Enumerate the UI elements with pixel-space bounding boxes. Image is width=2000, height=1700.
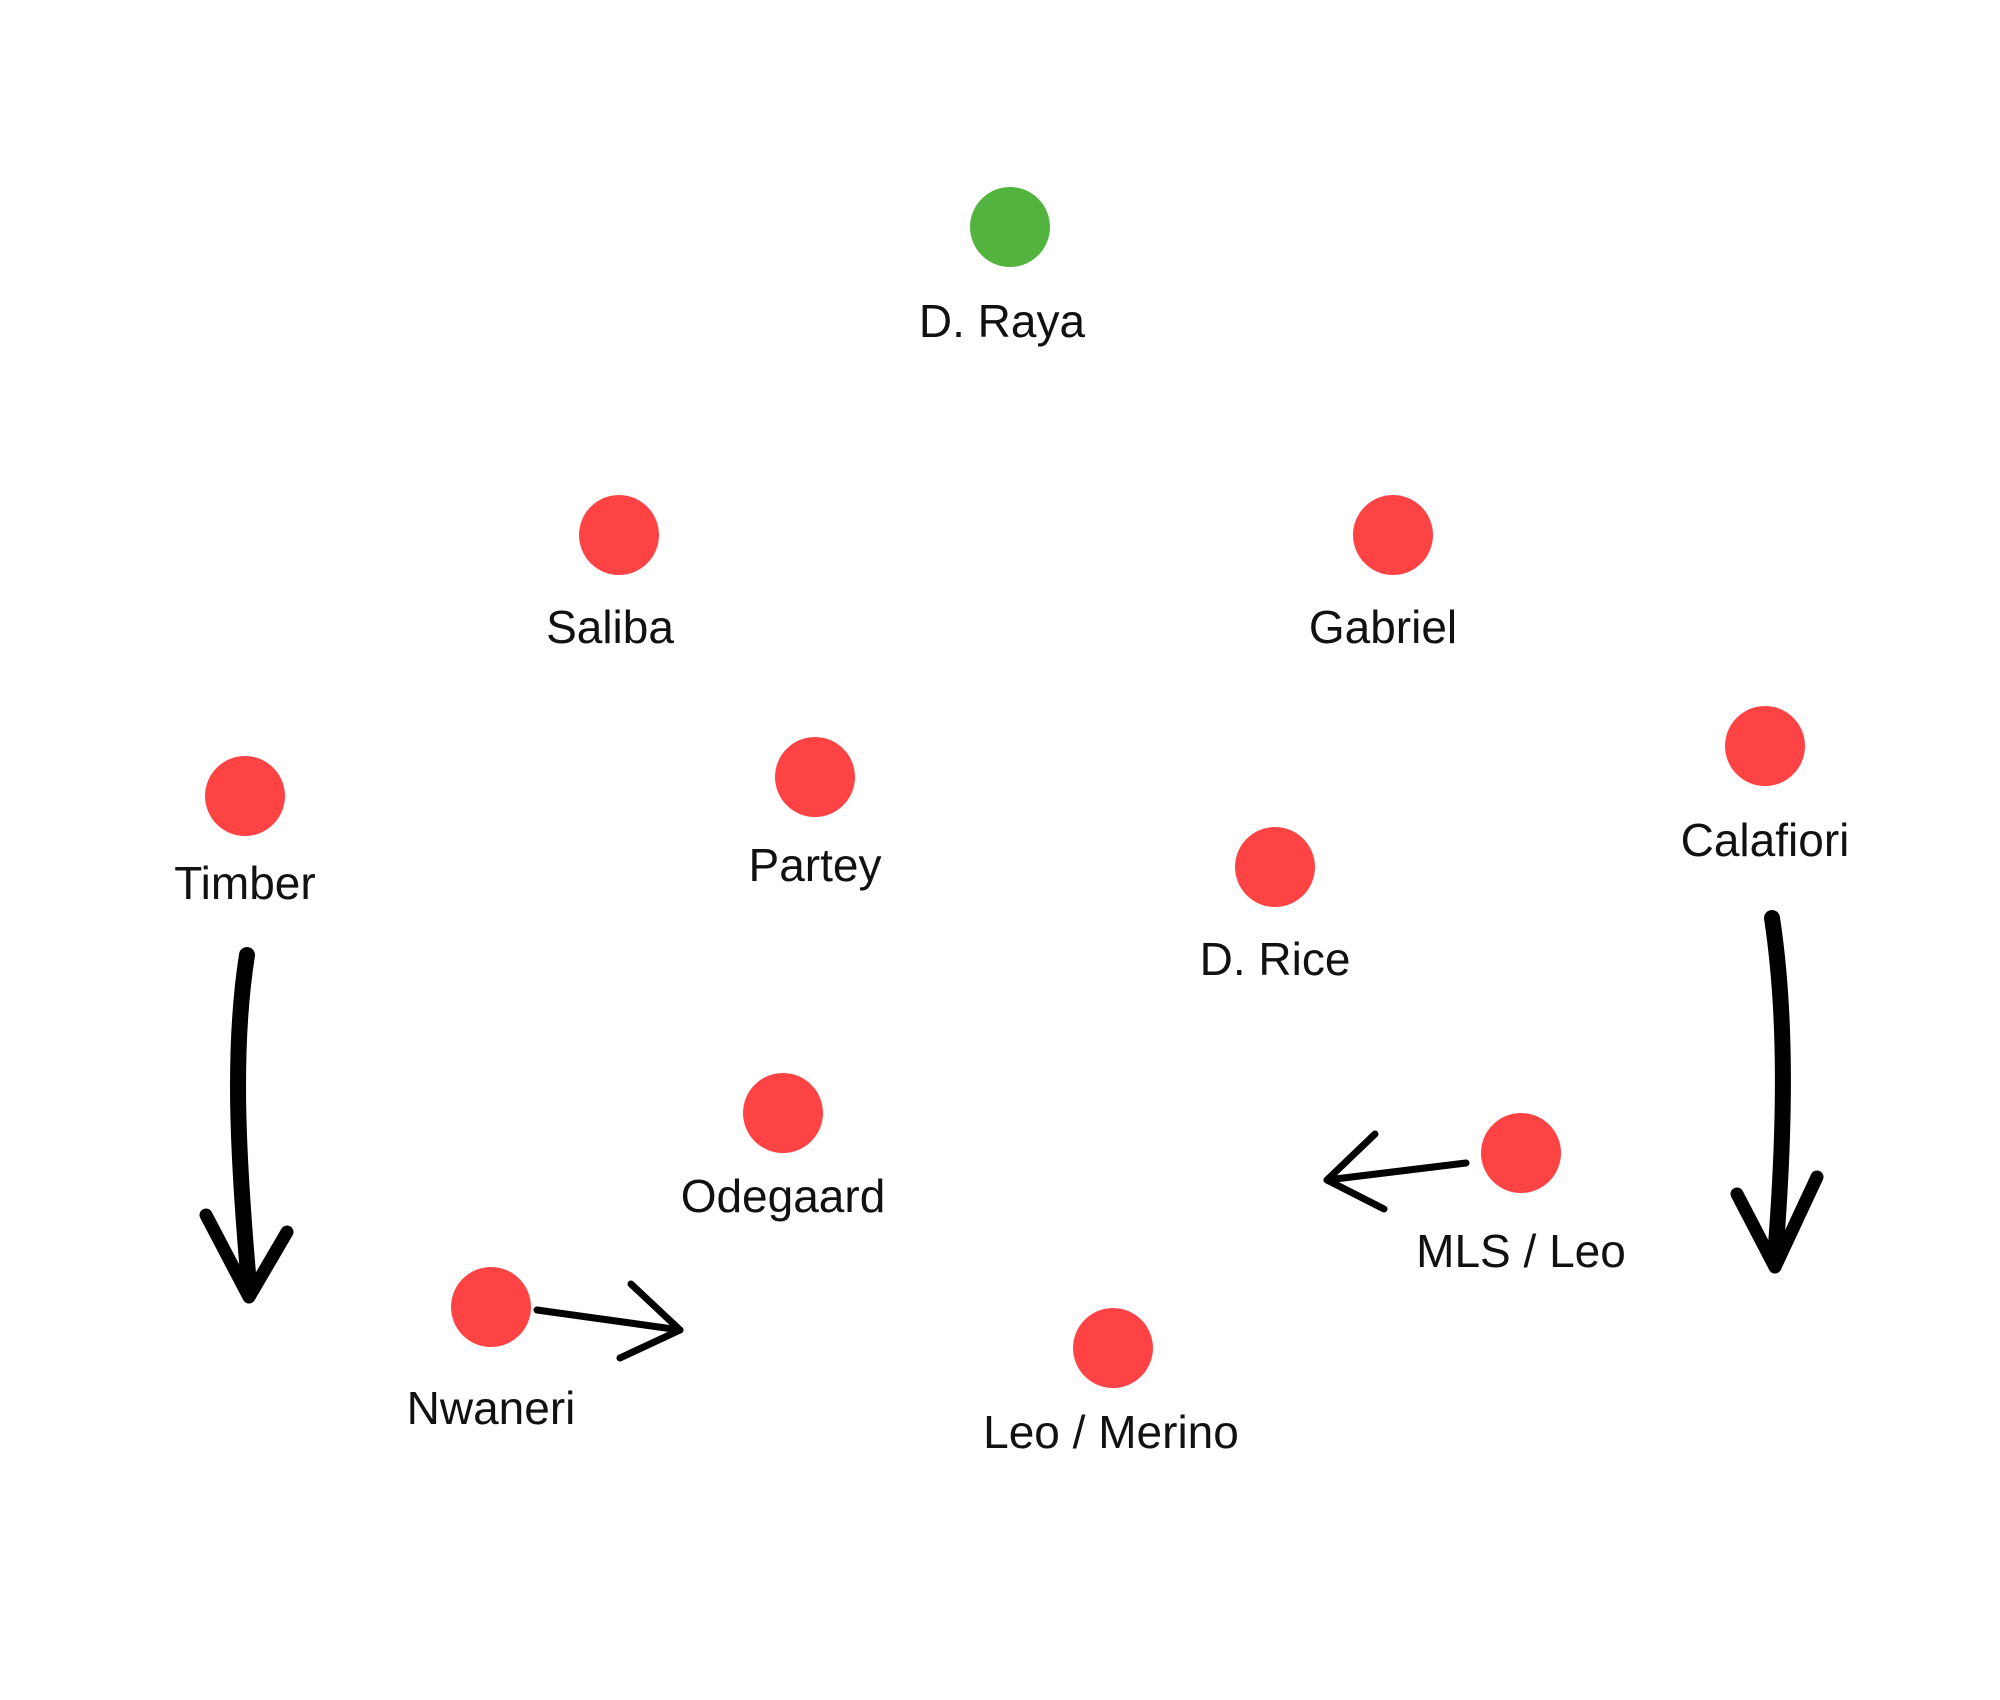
- arrow-head-timber-run: [199, 1208, 294, 1304]
- player-mls-leo: MLS / Leo: [1416, 1113, 1626, 1277]
- player-marker-timber: [205, 756, 285, 836]
- player-marker-rice: [1235, 827, 1315, 907]
- player-label-odegaard: Odegaard: [681, 1170, 886, 1222]
- player-marker-mls-leo: [1481, 1113, 1561, 1193]
- arrow-shaft-mls-leo-move: [1323, 1159, 1470, 1184]
- player-raya: D. Raya: [919, 187, 1086, 347]
- player-label-raya: D. Raya: [919, 295, 1086, 347]
- player-label-leo-merino: Leo / Merino: [983, 1406, 1239, 1458]
- player-marker-raya: [970, 187, 1050, 267]
- player-marker-nwaneri: [451, 1267, 531, 1347]
- arrow-shaft-timber-run: [230, 947, 257, 1293]
- player-leo-merino: Leo / Merino: [983, 1308, 1239, 1458]
- arrow-calafiori-run: [1730, 910, 1824, 1274]
- movement-arrows: [199, 910, 1824, 1362]
- player-marker-gabriel: [1353, 495, 1433, 575]
- player-label-timber: Timber: [174, 857, 315, 909]
- player-saliba: Saliba: [546, 495, 674, 653]
- arrow-head-mls-leo-move: [1323, 1130, 1388, 1213]
- player-timber: Timber: [174, 756, 316, 909]
- arrow-mls-leo-move: [1323, 1130, 1470, 1213]
- player-marker-odegaard: [743, 1073, 823, 1153]
- arrow-timber-run: [199, 947, 294, 1304]
- player-marker-leo-merino: [1073, 1308, 1153, 1388]
- player-label-nwaneri: Nwaneri: [407, 1382, 576, 1434]
- player-rice: D. Rice: [1200, 827, 1351, 985]
- player-label-mls-leo: MLS / Leo: [1416, 1225, 1626, 1277]
- player-partey: Partey: [749, 737, 882, 891]
- arrow-head-nwaneri-move: [616, 1280, 684, 1362]
- player-label-partey: Partey: [749, 839, 882, 891]
- player-label-calafiori: Calafiori: [1681, 814, 1850, 866]
- player-label-rice: D. Rice: [1200, 933, 1351, 985]
- arrow-head-calafiori-run: [1730, 1170, 1824, 1274]
- player-marker-calafiori: [1725, 706, 1805, 786]
- player-calafiori: Calafiori: [1681, 706, 1850, 866]
- player-nwaneri: Nwaneri: [407, 1267, 576, 1434]
- player-label-saliba: Saliba: [546, 601, 674, 653]
- player-gabriel: Gabriel: [1309, 495, 1457, 653]
- player-label-gabriel: Gabriel: [1309, 601, 1457, 653]
- arrow-shaft-nwaneri-move: [533, 1306, 684, 1334]
- arrow-nwaneri-move: [533, 1280, 684, 1362]
- player-marker-saliba: [579, 495, 659, 575]
- player-marker-partey: [775, 737, 855, 817]
- player-odegaard: Odegaard: [681, 1073, 886, 1222]
- arrow-shaft-calafiori-run: [1764, 910, 1791, 1266]
